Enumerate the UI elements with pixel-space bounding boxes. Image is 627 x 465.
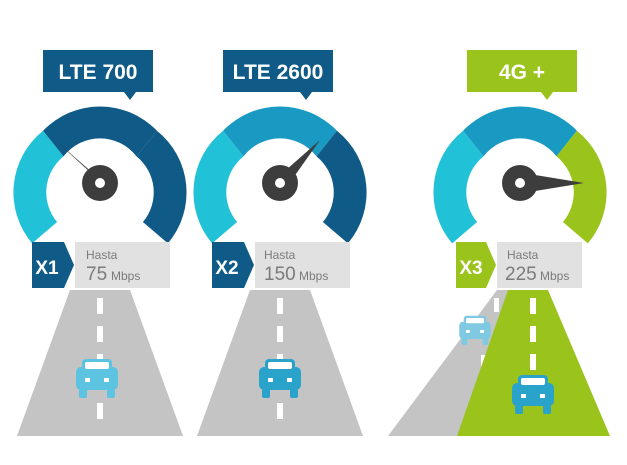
title-badge: 4G + bbox=[467, 50, 577, 100]
speed-unit: Mbps bbox=[299, 269, 328, 283]
car-icon bbox=[259, 359, 301, 398]
speed-box bbox=[255, 242, 350, 288]
title-badge: LTE 700 bbox=[43, 50, 153, 100]
gauge-needle bbox=[55, 140, 118, 201]
speed-label-row: X1 Hasta 75 Mbps bbox=[32, 242, 170, 288]
multiplier-badge bbox=[456, 242, 486, 288]
multiplier-badge bbox=[32, 242, 64, 288]
multiplier-badge bbox=[212, 242, 244, 288]
panel-4g-plus: 4G + X3 Hasta 225 Mbps bbox=[388, 50, 610, 436]
speed-unit: Mbps bbox=[540, 269, 569, 283]
speed-value: 225 bbox=[505, 264, 537, 285]
speed-label-row: X2 Hasta 150 Mbps bbox=[212, 242, 350, 288]
title-badge: LTE 2600 bbox=[223, 50, 333, 100]
car-icon bbox=[76, 359, 118, 398]
speed-prefix: Hasta bbox=[507, 248, 539, 262]
multiplier-text: X2 bbox=[215, 258, 238, 279]
gauge-needle bbox=[262, 140, 320, 201]
gauge-needle bbox=[502, 165, 584, 201]
speed-box bbox=[75, 242, 170, 288]
title-text: LTE 2600 bbox=[233, 61, 324, 84]
multiplier-text: X3 bbox=[459, 258, 482, 279]
multiplier-text: X1 bbox=[35, 258, 59, 279]
road bbox=[457, 290, 610, 436]
panel-lte-700: LTE 700 X1 Hasta 75 Mbps bbox=[13, 50, 187, 436]
speedometer-gauge bbox=[193, 106, 367, 244]
speed-value: 150 bbox=[264, 264, 296, 285]
car-icon bbox=[512, 375, 554, 414]
title-text: LTE 700 bbox=[59, 61, 138, 84]
speed-prefix: Hasta bbox=[86, 248, 118, 262]
speed-value: 75 bbox=[86, 264, 107, 285]
speedometer-gauge bbox=[13, 106, 187, 244]
speed-label-row: X3 Hasta 225 Mbps bbox=[456, 242, 582, 288]
car-icon bbox=[459, 315, 491, 345]
panel-lte-2600: LTE 2600 X2 Hasta 150 Mbps bbox=[193, 50, 367, 436]
title-text: 4G + bbox=[499, 61, 545, 84]
speed-prefix: Hasta bbox=[264, 248, 296, 262]
speed-unit: Mbps bbox=[111, 269, 140, 283]
speed-box bbox=[497, 242, 582, 288]
speedometer-gauge bbox=[433, 106, 607, 244]
